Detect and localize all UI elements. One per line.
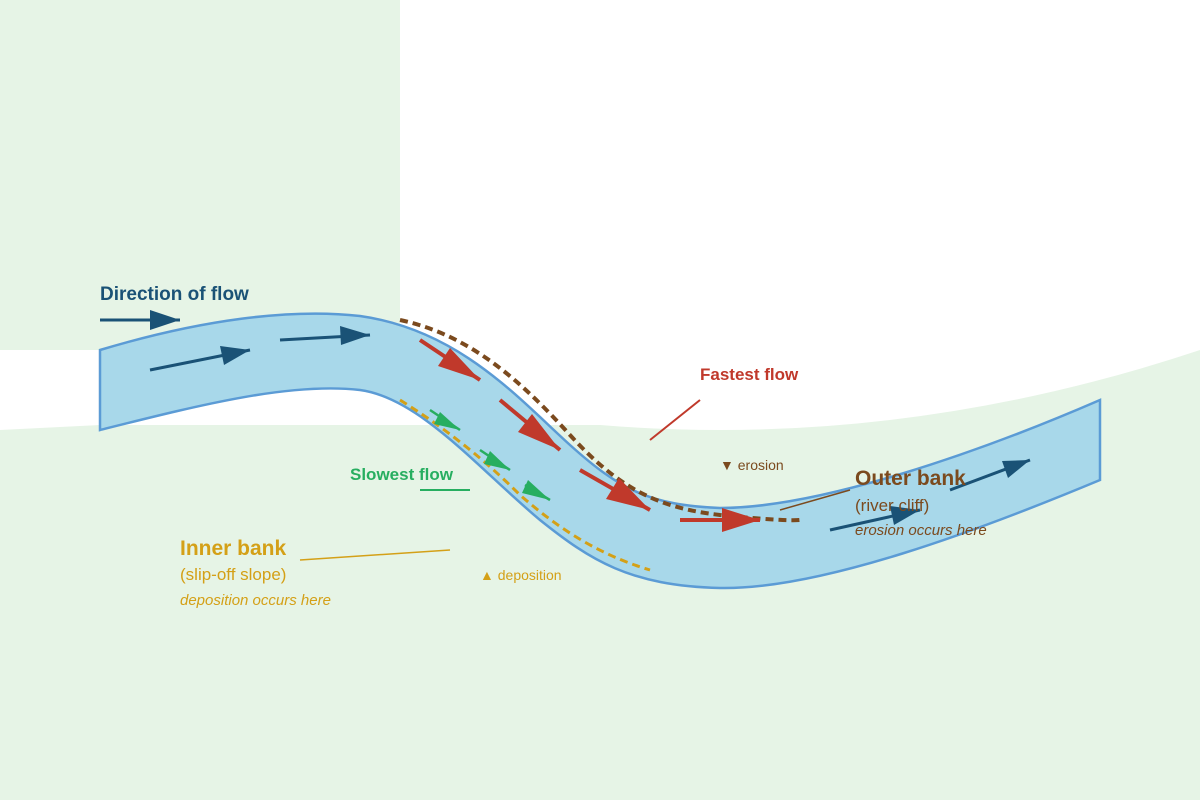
flow-arrowhead [890,506,920,525]
fast-flow-arrowhead [518,414,560,450]
outer-bank-note: erosion occurs here [855,522,987,539]
outer-bank-line [399,318,801,523]
fast-flow-arrows [418,338,760,532]
inner-bank-note: deposition occurs here [180,592,331,609]
river-channel [98,312,1102,590]
flow-arrowhead [1002,460,1030,478]
inner-bank-title: Inner bank [180,537,287,560]
fastest-flow-label: Fastest flow [700,365,799,384]
flow-arrowhead [150,310,180,330]
slow-flow-arrowhead [484,451,510,470]
fastest-flow-leader [649,399,701,441]
outer-bank-leader [779,489,851,511]
inner-bank-subtitle: (slip-off slope) [180,565,286,584]
slow-flow-arrows [429,408,551,502]
land-upper-left [0,0,400,350]
land-lower [0,350,1200,800]
slow-flow-arrowhead [434,412,460,430]
flow-arrows [100,310,1031,532]
outer-bank-subtitle: (river cliff) [855,496,929,515]
slowest-flow-label: Slowest flow [350,465,454,484]
fast-flow-arrowhead [722,508,760,532]
flow-arrowhead [220,346,250,365]
fast-flow-arrowhead [438,348,480,380]
deposition-marker: ▲ deposition [480,567,562,583]
erosion-marker: ▼ erosion [720,457,784,473]
slow-flow-arrowhead [522,480,550,500]
direction-of-flow-label: Direction of flow [100,284,249,305]
inner-bank-leader [299,549,451,561]
outer-bank-title: Outer bank [855,467,966,490]
flow-arrowhead [340,326,370,345]
fast-flow-arrowhead [606,478,650,510]
